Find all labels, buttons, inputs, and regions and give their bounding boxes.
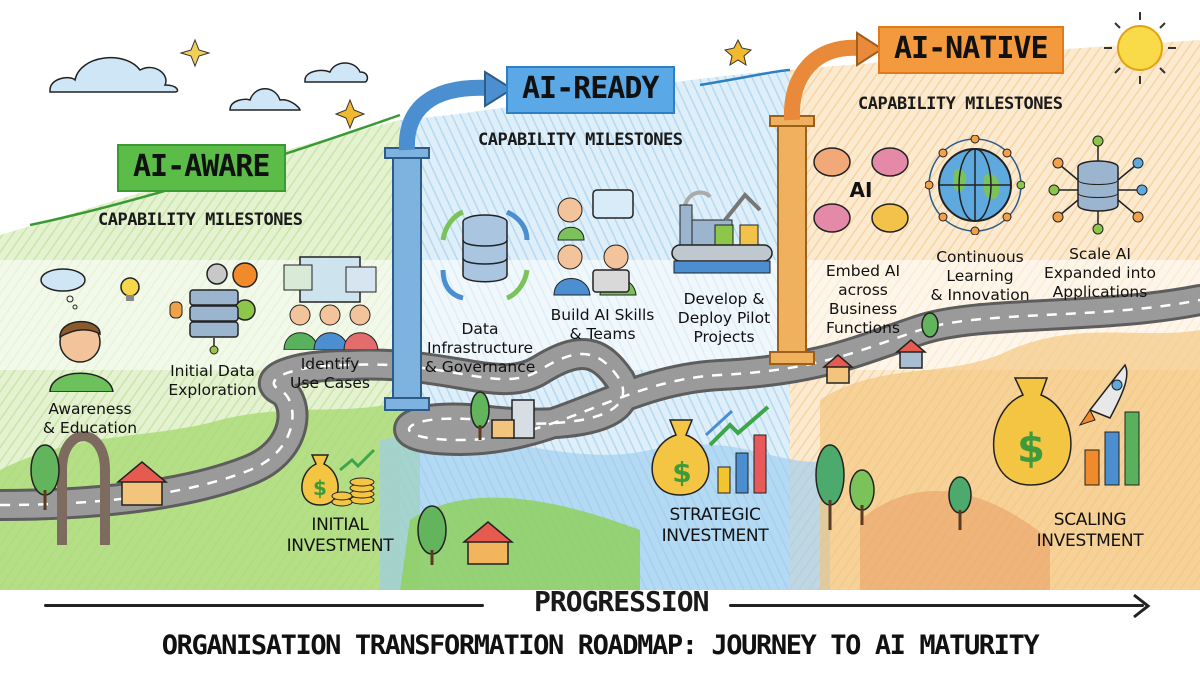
stage-tag-ai-ready: AI-READY [506,66,675,114]
arch [57,431,110,545]
money-bag-coins-icon: $ [301,448,376,507]
milestone-continuous-learning: Continuous Learning & Innovation [930,248,1030,304]
stage-tag-ai-native: AI-NATIVE [878,26,1064,74]
factory-robot-icon [671,190,773,274]
database-cycle-icon [440,209,530,301]
star-icon [334,98,366,130]
svg-text:AI: AI [850,178,873,202]
team-headset-icon [553,189,637,296]
milestone-develop-deploy-pilot: Develop & Deploy Pilot Projects [677,290,771,346]
trees [30,312,972,565]
svg-text:$: $ [672,456,691,489]
milestone-initial-data-exploration: Initial Data Exploration [168,362,257,399]
progression-arrow: PROGRESSION [44,585,1154,625]
ready-milestones-heading: CAPABILITY MILESTONES [478,130,683,150]
money-bag-chart-icon: $ [651,405,770,496]
milestone-data-infrastructure-governance: Data Infrastructure & Governance [424,320,536,376]
progression-line-right [729,604,1144,607]
ai-brains-icon: AI [813,147,909,233]
milestone-embed-ai-business: Embed AI across Business Functions [825,262,901,337]
money-bag-rocket-icon: $ [992,363,1140,486]
aware-milestones-heading: CAPABILITY MILESTONES [98,210,303,230]
database-network-icon [1048,135,1148,235]
sun-icon [1104,12,1176,84]
scaling-investment-label: SCALING INVESTMENT [1036,510,1144,551]
native-pillar [769,31,884,365]
globe-network-icon [925,135,1025,235]
stage-tag-ai-aware: AI-AWARE [117,144,286,192]
star-icon [723,38,753,67]
team-dashboard-icon [283,256,379,350]
milestone-identify-use-cases: Identify Use Cases [290,355,370,392]
milestone-awareness-education: Awareness & Education [42,400,138,437]
milestone-scale-ai-applications: Scale AI Expanded into Applications [1044,245,1156,301]
progression-line-left [44,604,484,607]
houses [115,339,928,565]
arrow-right-icon [1133,593,1151,619]
page-title: ORGANISATION TRANSFORMATION ROADMAP: JOU… [161,630,1040,661]
strategic-investment-label: STRATEGIC INVESTMENT [661,505,769,546]
milestone-build-ai-skills-teams: Build AI Skills & Teams [550,306,655,343]
svg-text:$: $ [1017,426,1045,472]
ready-pillar [384,70,514,411]
server-gears-icon [169,262,258,355]
thinking-person-icon [40,268,140,392]
clouds [49,56,369,111]
star-icon [179,38,211,68]
svg-text:$: $ [313,476,327,500]
initial-investment-label: INITIAL INVESTMENT [286,515,394,556]
native-milestones-heading: CAPABILITY MILESTONES [858,94,1063,114]
progression-label: PROGRESSION [534,585,709,618]
